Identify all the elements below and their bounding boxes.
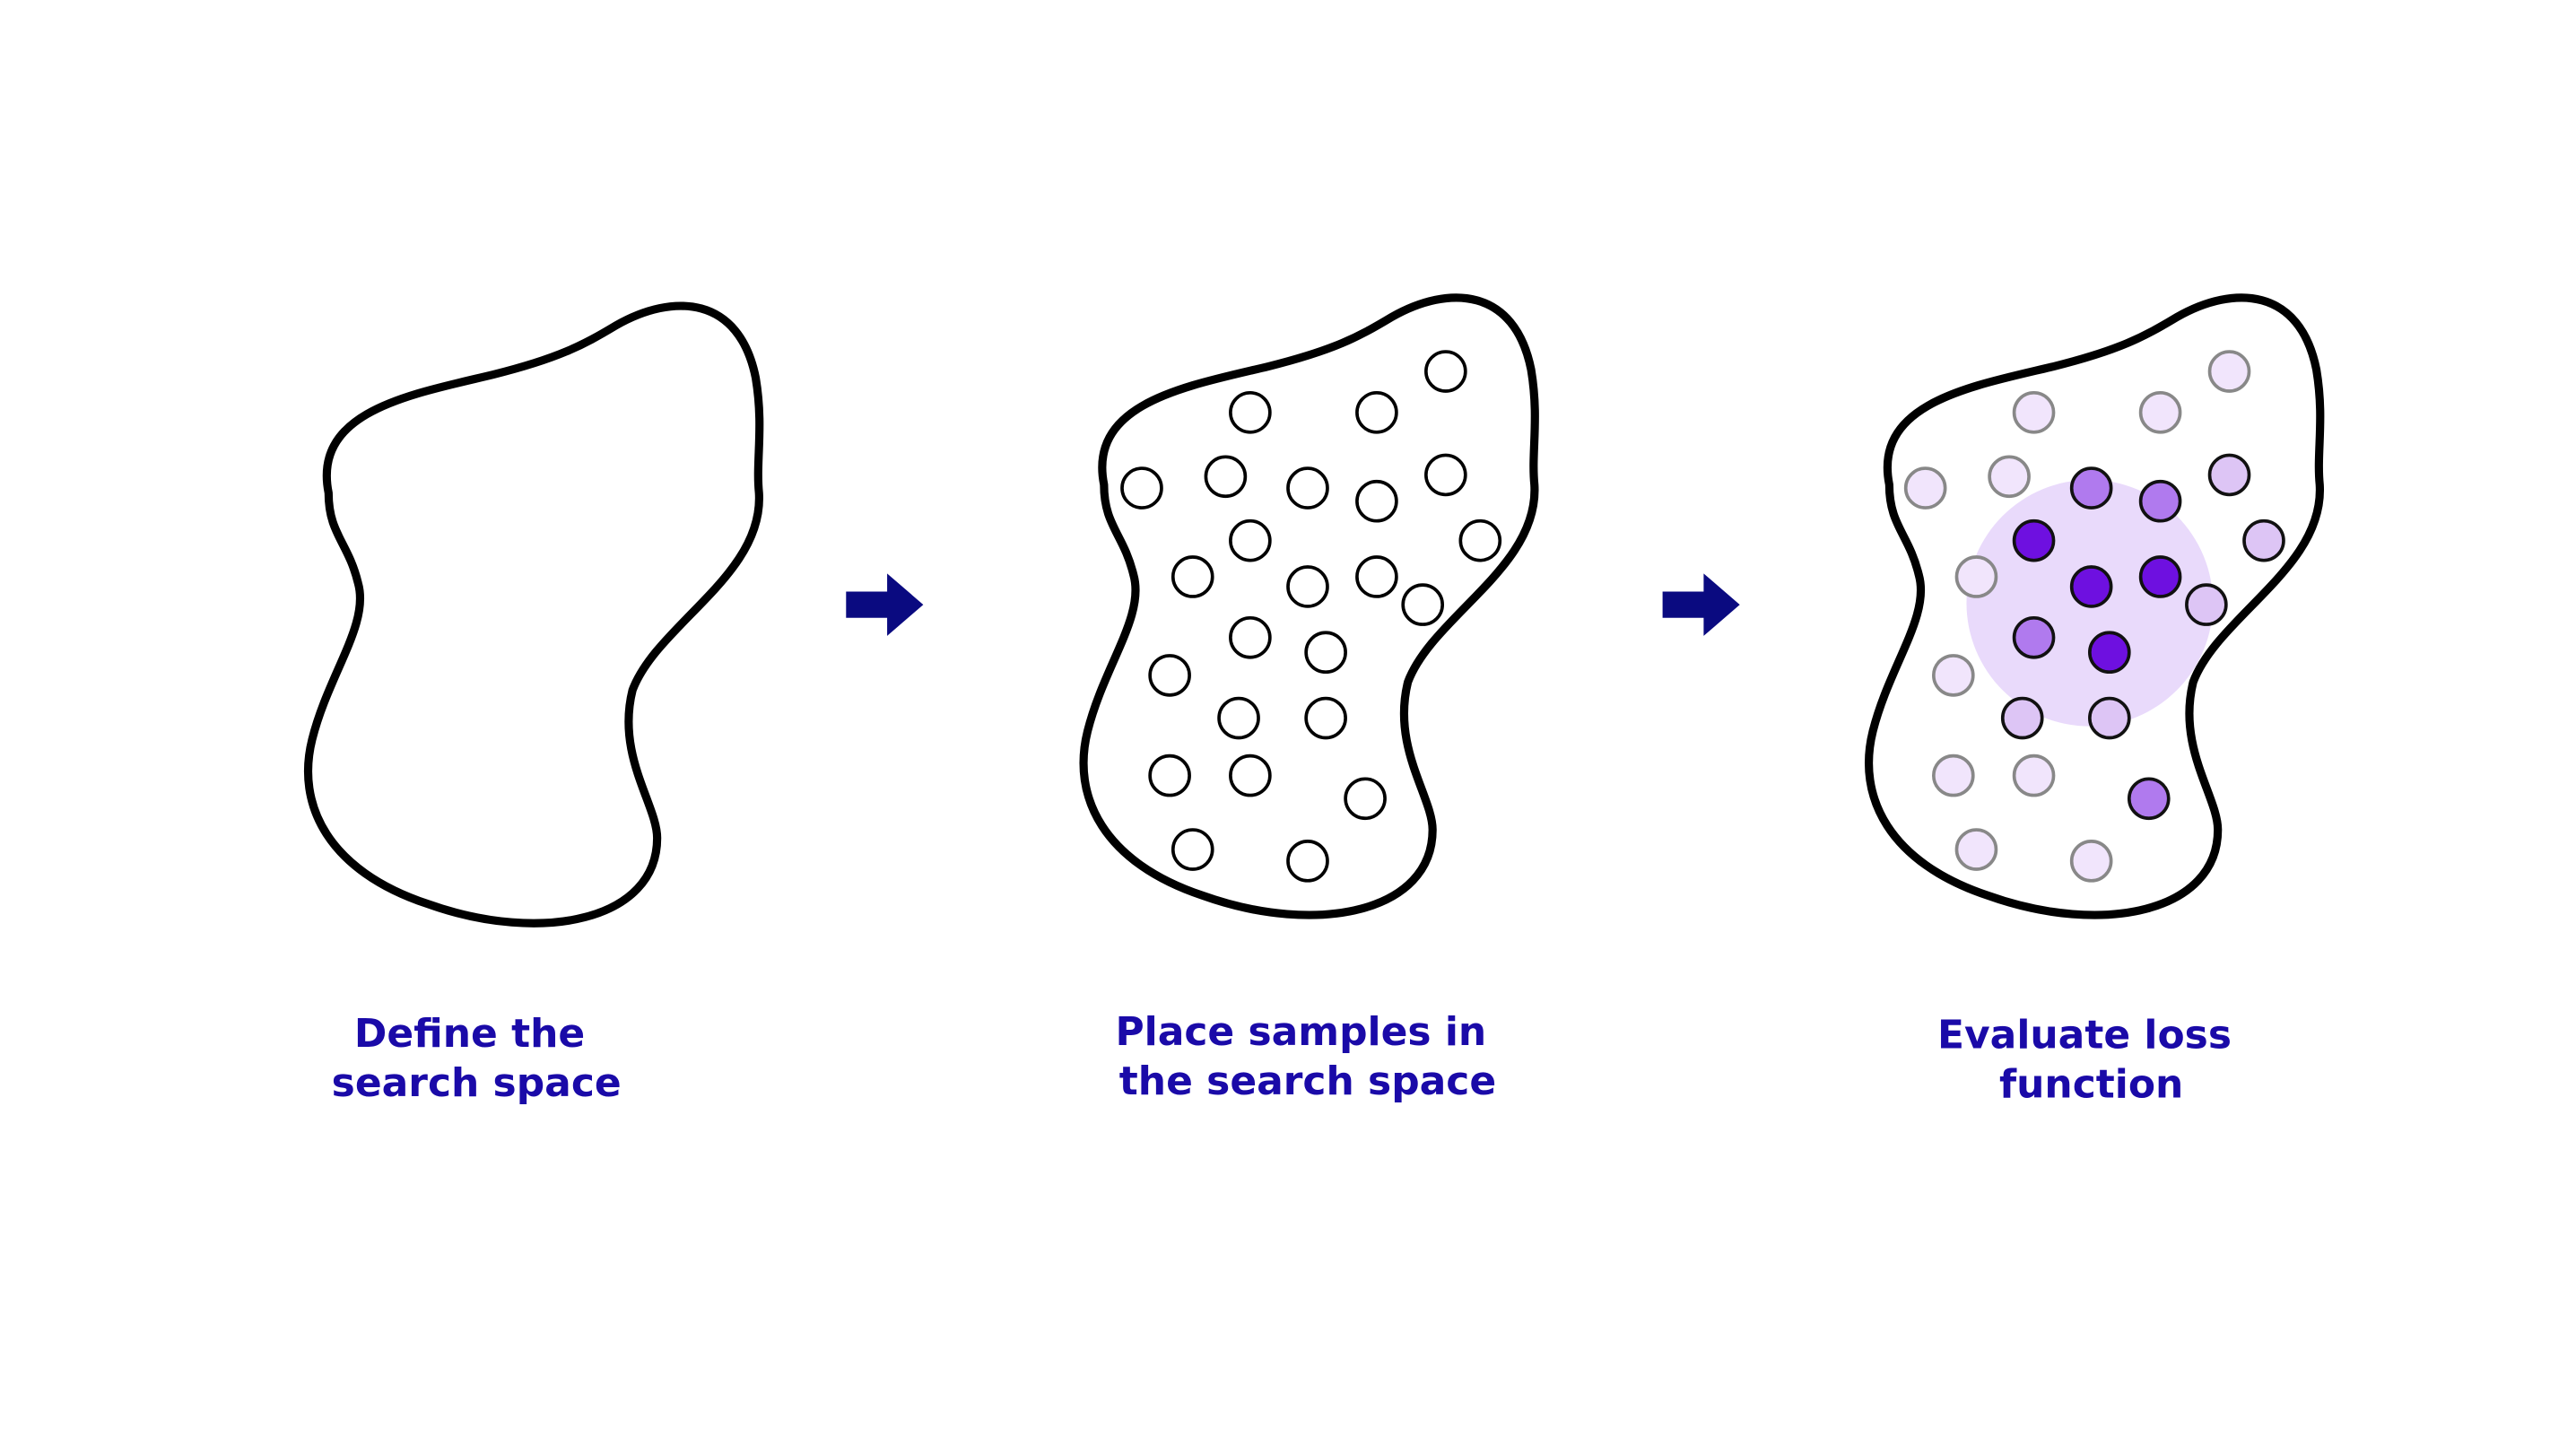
evaluated-sample-point [2069, 565, 2113, 608]
sample-point [1229, 518, 1272, 562]
sample-point [1171, 555, 1214, 598]
evaluated-sample-point [2088, 696, 2131, 740]
sample-point [1286, 466, 1329, 510]
sample-point [1424, 453, 1467, 497]
sample-point [1344, 777, 1387, 821]
evaluated-sample-point [2207, 350, 2251, 393]
evaluated-sample-point [2207, 453, 2251, 497]
evaluated-sample-point [1954, 555, 1998, 598]
search-space-outline [309, 306, 760, 923]
step-2-samples: Place samples in the search space [1083, 298, 1535, 1104]
evaluated-sample-point [2012, 391, 2056, 434]
sample-point [1171, 828, 1214, 871]
sample-point [1229, 391, 1272, 434]
sample-point [1401, 583, 1445, 626]
evaluated-sample-point [2138, 479, 2182, 523]
sample-point [1148, 654, 1191, 697]
sample-point [1148, 753, 1191, 797]
arrow-right-icon [846, 573, 924, 636]
step-3-label: Evaluate loss function [1937, 1013, 2245, 1108]
sample-point [1355, 391, 1398, 434]
sample-point [1355, 555, 1398, 598]
evaluated-sample-point [2069, 466, 2113, 510]
sample-point [1424, 350, 1467, 393]
sample-point [1204, 455, 1248, 499]
sample-point [1286, 565, 1329, 608]
evaluated-sample-point [1932, 654, 1975, 697]
sample-point [1217, 696, 1260, 740]
evaluated-sample-point [1903, 466, 1947, 510]
arrow-right-icon [1662, 573, 1740, 636]
sample-point [1229, 753, 1272, 797]
evaluated-sample-point [2242, 518, 2285, 562]
step-3-loss: Evaluate loss function [1869, 298, 2320, 1108]
sample-point [1120, 466, 1163, 510]
step-2-label: Place samples in the search space [1115, 1009, 1500, 1104]
sample-point [1229, 615, 1272, 659]
sample-point [1355, 479, 1398, 523]
evaluated-sample-point [2138, 555, 2182, 598]
step-1-label: Define the search space [332, 1011, 622, 1106]
evaluated-sample-point [2000, 696, 2044, 740]
evaluated-sample-point [2088, 631, 2131, 675]
evaluated-sample-point [2127, 777, 2171, 821]
evaluated-sample-point [2012, 615, 2056, 659]
evaluated-sample-point [2012, 518, 2056, 562]
evaluated-sample-point [2138, 391, 2182, 434]
evaluated-sample-point [1954, 828, 1998, 871]
evaluated-sample-point [2185, 583, 2228, 626]
sample-point [1458, 518, 1502, 562]
evaluated-sample-point [2012, 753, 2056, 797]
sample-point [1286, 840, 1329, 883]
evaluated-sample-point [1988, 455, 2031, 499]
step-1-search-space: Define the search space [309, 306, 760, 1106]
sample-point [1304, 696, 1347, 740]
evaluated-sample-point [2069, 840, 2113, 883]
evaluated-sample-point [1932, 753, 1975, 797]
sample-point [1304, 631, 1347, 675]
